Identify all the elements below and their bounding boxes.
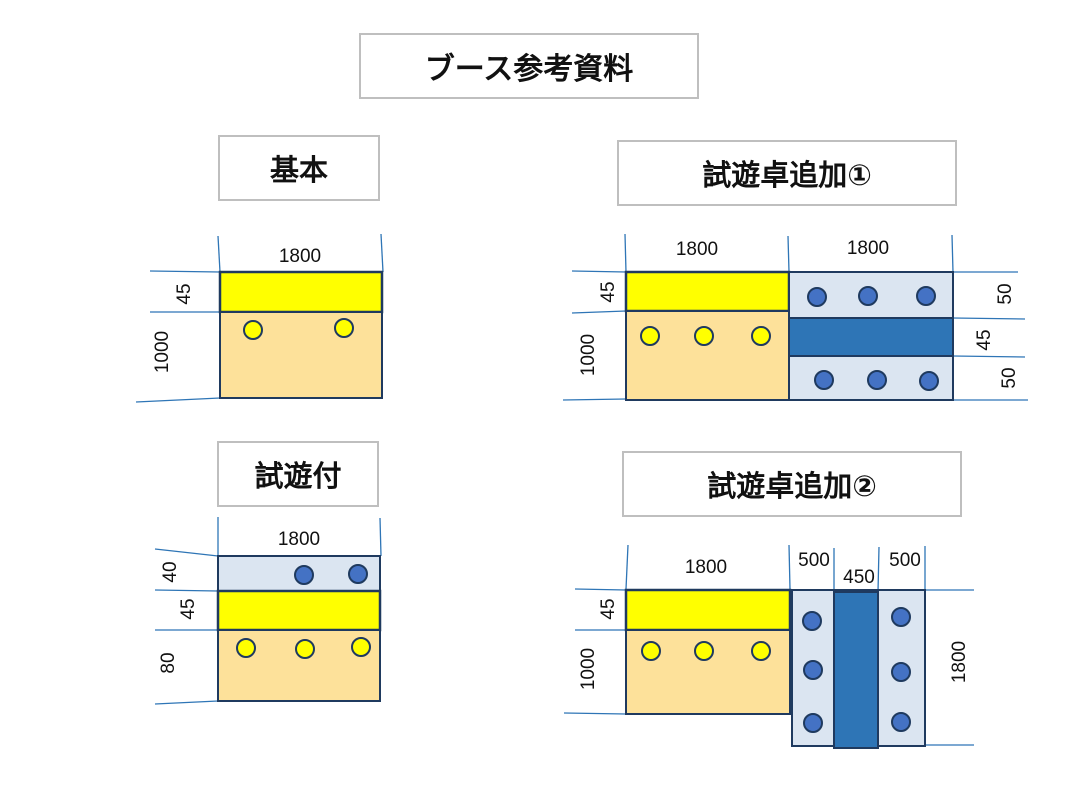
area-height-label: 1000 [578, 334, 599, 376]
yellow-dot [694, 641, 714, 661]
panel-basic: 1800 45 1000 [135, 233, 384, 403]
left-width-label: 1800 [676, 239, 718, 260]
yellow-strip [216, 589, 382, 632]
blue-dot [803, 660, 823, 680]
dimension-line [788, 544, 791, 590]
yellow-dot [640, 326, 660, 346]
dimension-line [952, 355, 1026, 358]
yellow-dot [641, 641, 661, 661]
right-top-height-label: 50 [995, 283, 1016, 304]
width-label: 1800 [279, 246, 321, 267]
blue-dot [807, 287, 827, 307]
panel-title-basic: 基本 [218, 135, 380, 201]
yellow-strip [624, 588, 792, 632]
blue-dot [916, 286, 936, 306]
panel-with-play: 1800 40 45 80 [154, 517, 382, 705]
width-500-left-label: 500 [798, 550, 830, 571]
width-label: 1800 [278, 529, 320, 550]
yellow-dot [243, 320, 263, 340]
blue-dot [858, 286, 878, 306]
right-height-label: 1800 [949, 641, 970, 683]
right-bottom-height-label: 50 [999, 367, 1020, 388]
dimension-line [624, 233, 627, 273]
area-height-label: 1000 [578, 648, 599, 690]
dimension-line [625, 544, 629, 590]
dimension-line [149, 270, 221, 273]
dimension-line [154, 589, 219, 592]
yellow-dot [694, 326, 714, 346]
right-mid-height-label: 45 [974, 329, 995, 350]
dimension-line [571, 270, 627, 273]
blue-dot [891, 607, 911, 627]
width-450-label: 450 [843, 567, 875, 588]
panel-title-add-table-2: 試遊卓追加② [622, 451, 962, 517]
blue-dot [803, 713, 823, 733]
panel-add-table-2: 1800 500 450 500 45 1000 1800 [563, 544, 974, 749]
yellow-dot [236, 638, 256, 658]
area-height-label: 1000 [152, 331, 173, 373]
blue-dot [891, 712, 911, 732]
dimension-line [563, 712, 627, 715]
strip-height-label: 45 [174, 283, 195, 304]
dimension-line [574, 588, 627, 591]
yellow-dot [751, 326, 771, 346]
dimension-line [877, 546, 880, 593]
dimension-line [562, 398, 627, 401]
blue-dot [348, 564, 368, 584]
area-height-label: 80 [158, 652, 179, 673]
blue-dot [891, 662, 911, 682]
right-width-label: 1800 [847, 238, 889, 259]
tan-area [219, 311, 383, 399]
blue-dot [867, 370, 887, 390]
blue-dot [294, 565, 314, 585]
dimension-line [217, 235, 221, 273]
blue-dot [814, 370, 834, 390]
panel-title-add-table-1: 試遊卓追加① [617, 140, 957, 206]
yellow-strip [624, 270, 791, 313]
dimension-line [787, 235, 790, 273]
panel-add-table-1: 1800 1800 45 1000 50 45 50 [562, 233, 1028, 401]
panel-title-with-play: 試遊付 [217, 441, 379, 507]
strip-height-label: 45 [598, 598, 619, 619]
dimension-line [154, 548, 219, 557]
left-width-label: 1800 [685, 557, 727, 578]
blue-dot [919, 371, 939, 391]
blue-dot [802, 611, 822, 631]
dimension-line [952, 317, 1026, 320]
dimension-line [379, 517, 382, 557]
dimension-line [135, 397, 221, 403]
tan-area [625, 310, 790, 401]
yellow-dot [751, 641, 771, 661]
strip-height-label: 45 [178, 598, 199, 619]
width-500-right-label: 500 [889, 550, 921, 571]
dimension-line [951, 234, 954, 273]
dimension-line [380, 233, 384, 273]
dark-blue-strip [833, 591, 879, 749]
dimension-line [571, 310, 627, 314]
dark-blue-strip [788, 317, 954, 357]
yellow-strip [218, 270, 384, 314]
main-title: ブース参考資料 [359, 33, 699, 99]
yellow-dot [295, 639, 315, 659]
strip-height-label: 45 [598, 281, 619, 302]
blue-height-label: 40 [160, 561, 181, 582]
yellow-dot [351, 637, 371, 657]
dimension-line [154, 700, 219, 705]
yellow-dot [334, 318, 354, 338]
